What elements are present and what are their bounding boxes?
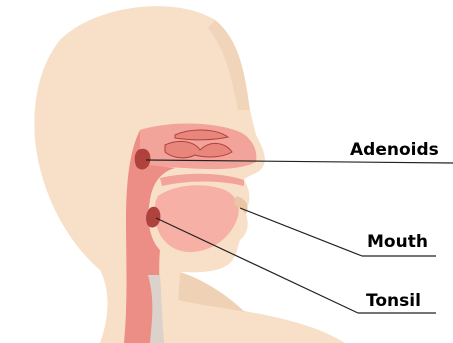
label-adenoids: Adenoids [350,142,439,159]
label-mouth: Mouth [367,234,428,251]
label-tonsil: Tonsil [366,293,421,310]
leader-line-mouth [240,208,362,256]
